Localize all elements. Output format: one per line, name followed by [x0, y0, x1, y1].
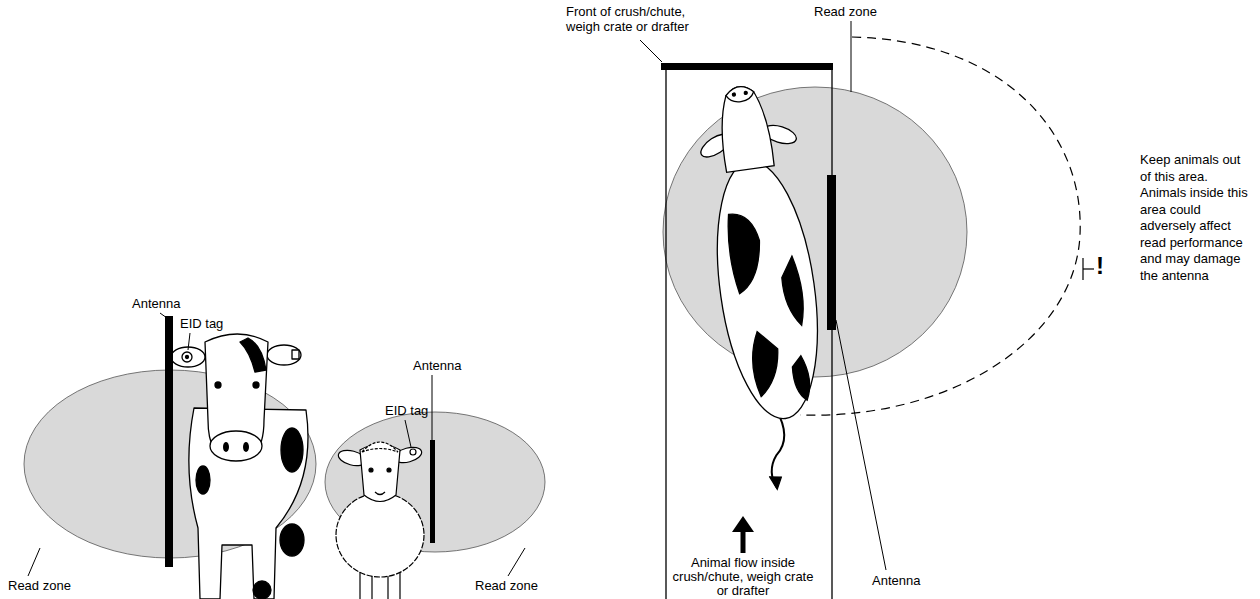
- read-zone-label: Read zone: [475, 578, 538, 593]
- cow-front: [253, 581, 271, 599]
- cow-front: [171, 334, 308, 599]
- warning-mark: !: [1096, 252, 1104, 280]
- antenna-bar: [827, 175, 836, 330]
- cow-front: [210, 431, 262, 461]
- cow-top: [715, 83, 775, 172]
- cow-front: [240, 338, 266, 372]
- sheep-front: [387, 468, 391, 472]
- cow-front: [243, 442, 249, 452]
- sheep-front: [336, 493, 424, 577]
- cow-front: [215, 382, 221, 388]
- leader-line: [851, 21, 852, 92]
- chute-outline: [661, 63, 833, 70]
- leader-line: [160, 313, 167, 318]
- leader-line: [28, 21, 886, 576]
- antenna-label: Antenna: [132, 296, 180, 311]
- leader-line: [28, 548, 40, 576]
- front-label: Front of crush/chute, weigh crate or dra…: [566, 4, 716, 34]
- cow-front: [267, 345, 301, 365]
- exclusion-zone: [1083, 268, 1094, 269]
- cow-front: [253, 382, 259, 388]
- eid-tag-label: EID tag: [385, 403, 428, 418]
- antenna-bar: [827, 175, 836, 330]
- leader-line: [188, 333, 190, 350]
- chute-outline: [666, 67, 832, 599]
- read-zone-label: Read zone: [814, 4, 877, 19]
- leader-line: [836, 320, 886, 570]
- sheep-front: [362, 442, 398, 452]
- cow-top: [690, 79, 848, 493]
- cow-front: [196, 466, 210, 494]
- cow-top: [703, 154, 832, 425]
- eid-tag-label: EID tag: [180, 316, 223, 331]
- cow-front: [292, 350, 299, 359]
- cow-front: [281, 428, 303, 472]
- antenna-label: Antenna: [872, 573, 920, 588]
- flow-arrow: [732, 516, 754, 553]
- cow-front: [189, 408, 308, 599]
- leader-line: [508, 548, 525, 576]
- leader-line: [405, 420, 411, 447]
- cow-top: [725, 211, 767, 295]
- cow-front: [280, 524, 304, 556]
- sheep-front: [360, 444, 400, 502]
- antenna-bar: [430, 440, 435, 543]
- sheep-front: [336, 442, 424, 599]
- cow-top: [791, 355, 812, 402]
- cow-top: [748, 329, 784, 397]
- flow-label: Animal flow inside crush/chute, weigh cr…: [668, 556, 818, 598]
- cow-top: [779, 255, 807, 327]
- antenna-bar: [165, 316, 173, 567]
- warning-note: Keep animals out of this area. Animals i…: [1140, 152, 1250, 284]
- sheep-front: [410, 449, 416, 455]
- leader-line: [640, 40, 662, 62]
- cow-front: [186, 356, 189, 359]
- read-zone-label: Read zone: [8, 578, 71, 593]
- leader-line: [432, 375, 433, 440]
- cow-top: [725, 85, 755, 104]
- antenna-label: Antenna: [413, 358, 461, 373]
- cow-front: [223, 442, 229, 452]
- antenna-bar: [430, 440, 435, 543]
- sheep-front: [375, 492, 385, 495]
- cow-top: [732, 93, 735, 96]
- chute-outline: [661, 63, 833, 599]
- cow-top: [744, 91, 747, 94]
- flow-arrow: [741, 530, 746, 553]
- sheep-front: [369, 468, 373, 472]
- cow-front: [205, 334, 268, 460]
- cow-front: [182, 352, 192, 362]
- flow-arrow: [732, 516, 754, 532]
- antenna-bar: [165, 316, 173, 567]
- cow-top: [769, 475, 783, 491]
